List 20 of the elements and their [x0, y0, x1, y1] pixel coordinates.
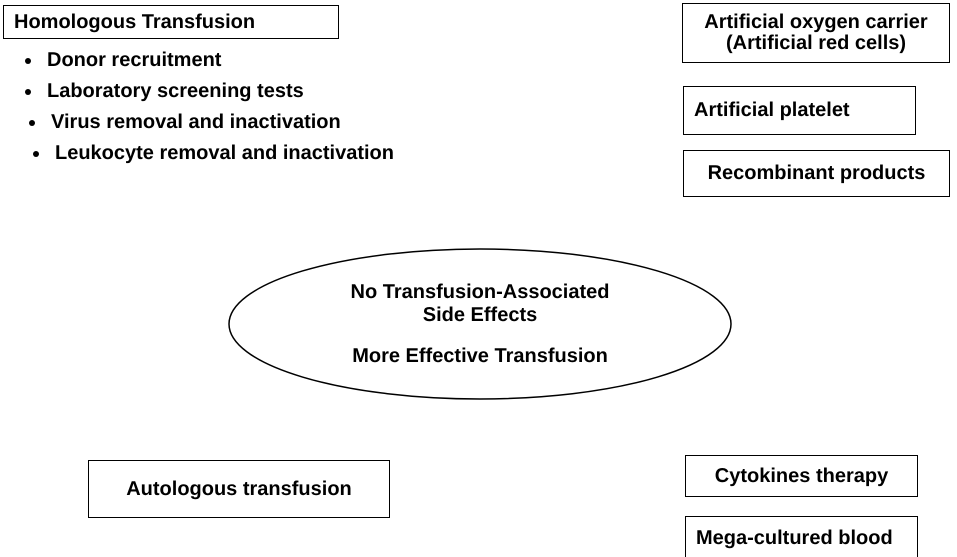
bullet-item: Donor recruitment [47, 49, 222, 72]
label-box [683, 86, 916, 135]
label-box [685, 516, 918, 557]
node-text: Artificial oxygen carrier (Artificial red cells) [703, 12, 929, 54]
node-text: Artificial platelet [694, 100, 850, 121]
label-box [3, 5, 339, 39]
label-box [88, 460, 390, 518]
label-box [682, 3, 950, 63]
node-text: Homologous Transfusion [14, 12, 256, 32]
node-text: More Effective Transfusion [352, 344, 608, 368]
node-text: No Transfusion-Associated Side Effects [350, 280, 610, 326]
bullet-item: Virus removal and inactivation [51, 111, 341, 134]
node-text: Mega-cultured blood [696, 528, 893, 549]
bullet-item: Laboratory screening tests [47, 80, 304, 103]
bullet-item: Leukocyte removal and inactivation [55, 142, 394, 165]
node-text: Recombinant products [708, 163, 926, 184]
label-box [683, 150, 950, 197]
node-text: Autologous transfusion [126, 478, 352, 500]
label-box [685, 455, 918, 497]
node-text: Cytokines therapy [714, 466, 888, 486]
